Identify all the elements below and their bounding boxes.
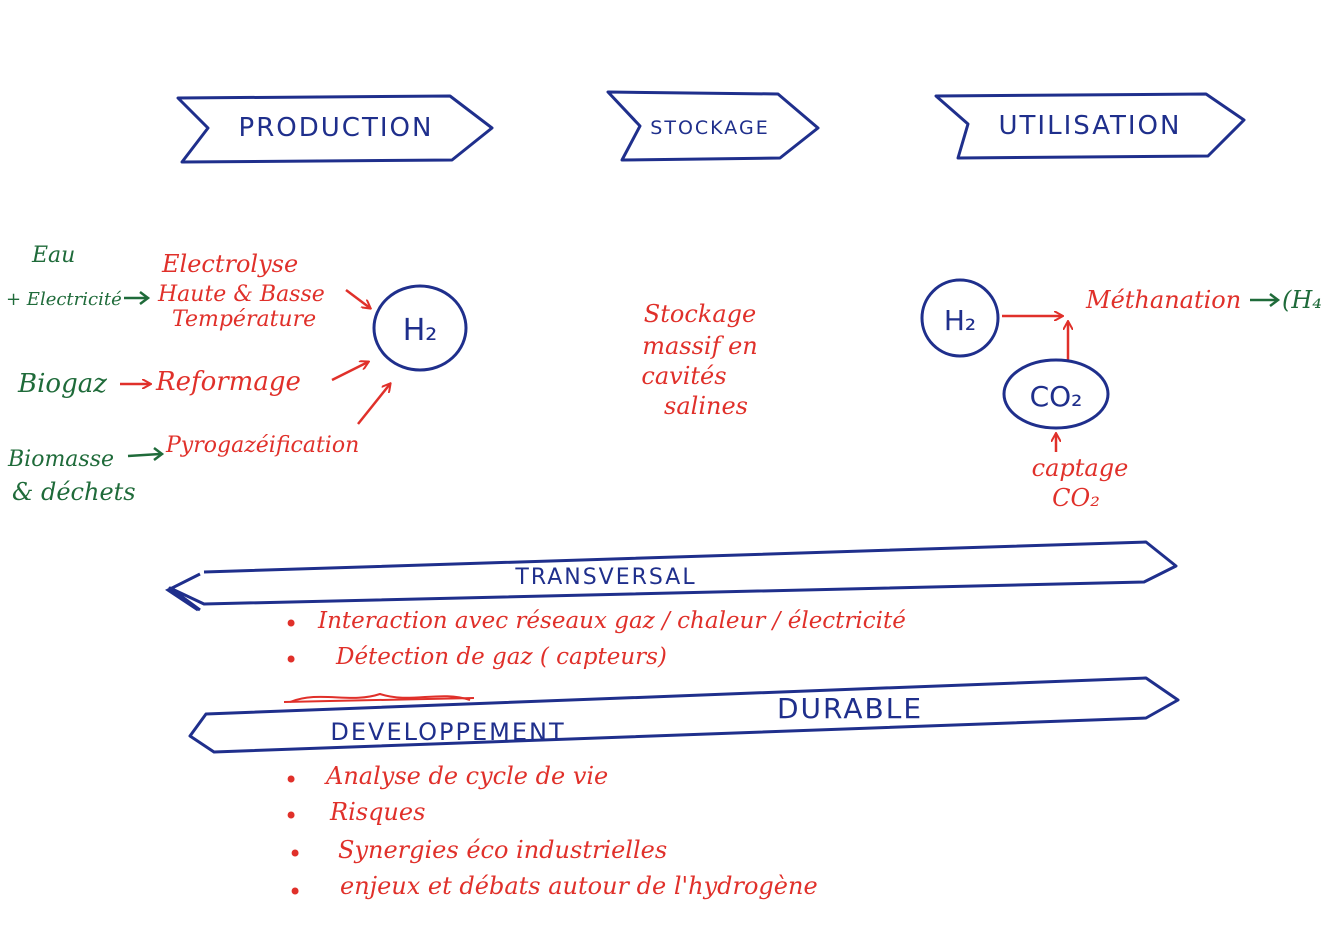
methanation-label: Méthanation — [1085, 286, 1241, 314]
stockage-label: STOCKAGE — [650, 117, 769, 139]
process-electrolyse-2: Haute & Basse — [157, 282, 325, 307]
durable-band: DEVELOPPEMENT DURABLE • Analyse de cycle… — [188, 676, 1180, 906]
durable-item-1: Analyse de cycle de vie — [324, 762, 608, 790]
transversal-item-1: Interaction avec réseaux gaz / chaleur /… — [317, 608, 906, 634]
utilisation-arrow-shape — [934, 92, 1246, 160]
stockage-line-3: cavités — [641, 362, 726, 390]
durable-bullet-1: • — [284, 766, 298, 794]
co2-circle — [1002, 358, 1110, 430]
input-electricite: + Electricité — [6, 289, 122, 310]
captage-line-1: captage — [1032, 454, 1129, 482]
arrow-biomasse-head — [153, 447, 165, 461]
stockage-section: Stockage massif en cavités salines — [641, 300, 757, 420]
durable-title-1: DEVELOPPEMENT — [330, 718, 565, 746]
durable-bullet-3: • — [288, 840, 302, 868]
utilisation-section: H₂ Méthanation (H₄ CO₂ captage CO₂ — [920, 278, 1322, 512]
arrow-electricite-head — [139, 291, 151, 305]
durable-bullet-4: • — [288, 878, 302, 906]
production-label: PRODUCTION — [239, 113, 434, 143]
transversal-bullet-2: • — [284, 646, 298, 674]
transversal-arrow-tail — [165, 572, 201, 612]
h2-production-label: H₂ — [403, 313, 438, 348]
scribble-crossed-out — [289, 692, 471, 703]
h2-production-circle — [372, 284, 468, 372]
transversal-band: TRANSVERSAL • Interaction avec réseaux g… — [165, 540, 1178, 703]
durable-item-2: Risques — [329, 798, 425, 826]
transversal-title: TRANSVERSAL — [514, 565, 696, 590]
arrow-biomasse — [127, 452, 161, 458]
stockage-line-4: salines — [664, 392, 748, 420]
process-reformage: Reformage — [155, 367, 301, 397]
input-dechets: & déchets — [12, 478, 136, 506]
process-electrolyse-1: Electrolyse — [161, 250, 298, 278]
input-eau: Eau — [31, 243, 75, 268]
h2-utilisation-circle — [920, 278, 1000, 358]
arrow-electrolyse — [345, 289, 370, 308]
transversal-item-2: Détection de gaz ( capteurs) — [335, 644, 667, 670]
input-biomasse: Biomasse — [7, 447, 114, 472]
production-header: PRODUCTION — [176, 94, 494, 164]
stockage-line-2: massif en — [642, 332, 758, 360]
captage-line-2: CO₂ — [1052, 484, 1100, 512]
arrow-reformage — [331, 362, 368, 382]
durable-arrow-shape — [188, 676, 1180, 754]
h2-utilisation-label: H₂ — [944, 304, 976, 337]
ch4-label: (H₄ — [1282, 286, 1322, 314]
transversal-bullet-1: • — [284, 610, 298, 638]
arrow-pyrogazeification — [357, 384, 390, 425]
durable-item-3: Synergies éco industrielles — [338, 836, 667, 864]
arrow-ch4-head — [1269, 293, 1281, 307]
stockage-header: STOCKAGE — [606, 90, 820, 162]
process-pyrogazeification: Pyrogazéification — [165, 433, 359, 458]
utilisation-label: UTILISATION — [999, 111, 1182, 141]
production-section: Eau + Electricité Electrolyse Haute & Ba… — [6, 243, 468, 506]
durable-bullet-2: • — [284, 802, 298, 830]
utilisation-header: UTILISATION — [934, 92, 1246, 160]
production-arrow-shape — [176, 94, 494, 164]
scribble-strikethrough — [283, 697, 475, 703]
stockage-line-1: Stockage — [644, 300, 756, 328]
input-biogaz: Biogaz — [17, 369, 107, 399]
durable-title-2: DURABLE — [777, 692, 923, 725]
durable-item-4: enjeux et débats autour de l'hydrogène — [340, 872, 818, 900]
process-electrolyse-3: Température — [172, 307, 316, 332]
stockage-arrow-shape — [606, 90, 820, 162]
co2-label: CO₂ — [1030, 380, 1083, 413]
